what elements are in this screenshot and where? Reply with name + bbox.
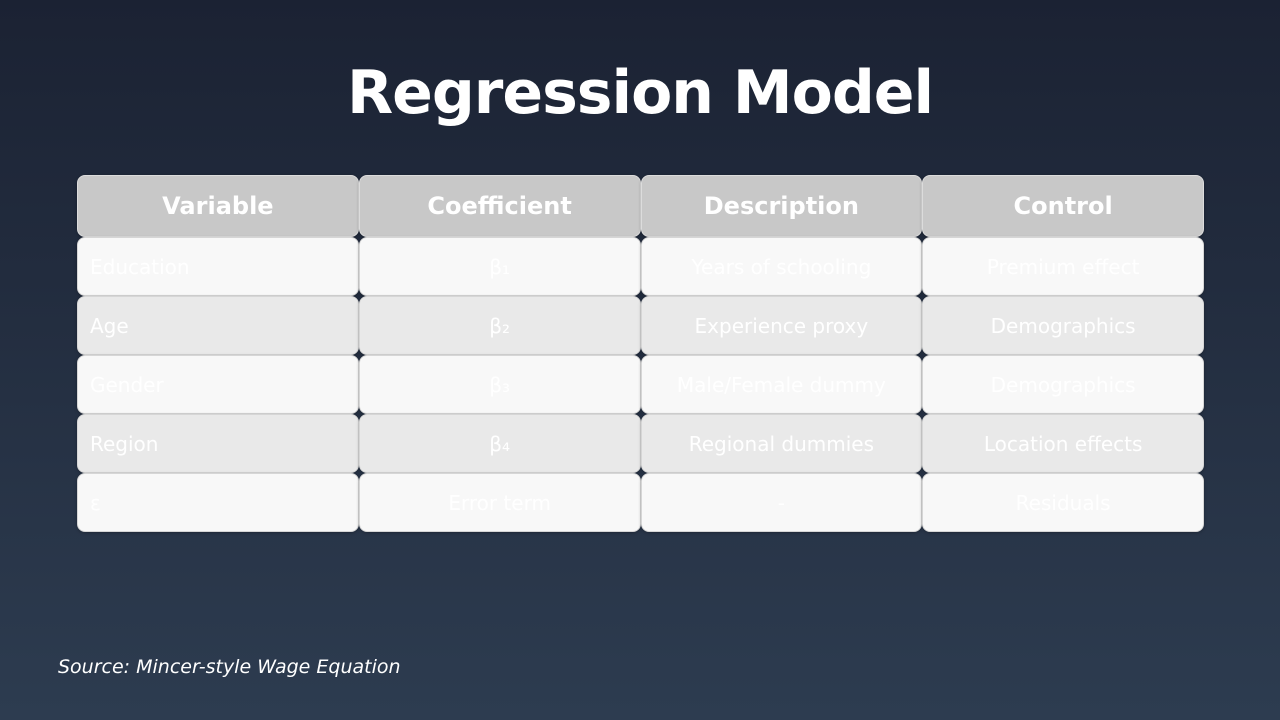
header-cell-variable: Variable — [77, 175, 359, 237]
cell-control: Location effects — [922, 414, 1204, 473]
cell-description: Regional dummies — [640, 414, 923, 473]
regression-table: Variable Coefficient Description Control… — [77, 175, 1204, 532]
header-cell-description: Description — [640, 175, 923, 237]
cell-coefficient: β₂ — [358, 296, 641, 355]
table-row: Gender β₃ Male/Female dummy Demographics — [77, 355, 1204, 414]
table-row: Age β₂ Experience proxy Demographics — [77, 296, 1204, 355]
cell-variable: Education — [77, 237, 359, 296]
cell-description: Experience proxy — [640, 296, 923, 355]
header-cell-control: Control — [922, 175, 1204, 237]
header-cell-coefficient: Coefficient — [358, 175, 641, 237]
cell-control: Demographics — [922, 355, 1204, 414]
cell-description: - — [640, 473, 923, 532]
source-caption: Source: Mincer-style Wage Equation — [58, 656, 401, 678]
cell-variable: Age — [77, 296, 359, 355]
cell-coefficient: β₄ — [358, 414, 641, 473]
table-row: Region β₄ Regional dummies Location effe… — [77, 414, 1204, 473]
cell-variable: Gender — [77, 355, 359, 414]
table-header-row: Variable Coefficient Description Control — [77, 175, 1204, 237]
cell-control: Premium effect — [922, 237, 1204, 296]
table-row: ε Error term - Residuals — [77, 473, 1204, 532]
slide-title: Regression Model — [346, 58, 934, 128]
cell-coefficient: β₃ — [358, 355, 641, 414]
cell-control: Demographics — [922, 296, 1204, 355]
cell-control: Residuals — [922, 473, 1204, 532]
cell-variable: ε — [77, 473, 359, 532]
table-row: Education β₁ Years of schooling Premium … — [77, 237, 1204, 296]
cell-variable: Region — [77, 414, 359, 473]
cell-coefficient: β₁ — [358, 237, 641, 296]
cell-coefficient: Error term — [358, 473, 641, 532]
cell-description: Years of schooling — [640, 237, 923, 296]
cell-description: Male/Female dummy — [640, 355, 923, 414]
